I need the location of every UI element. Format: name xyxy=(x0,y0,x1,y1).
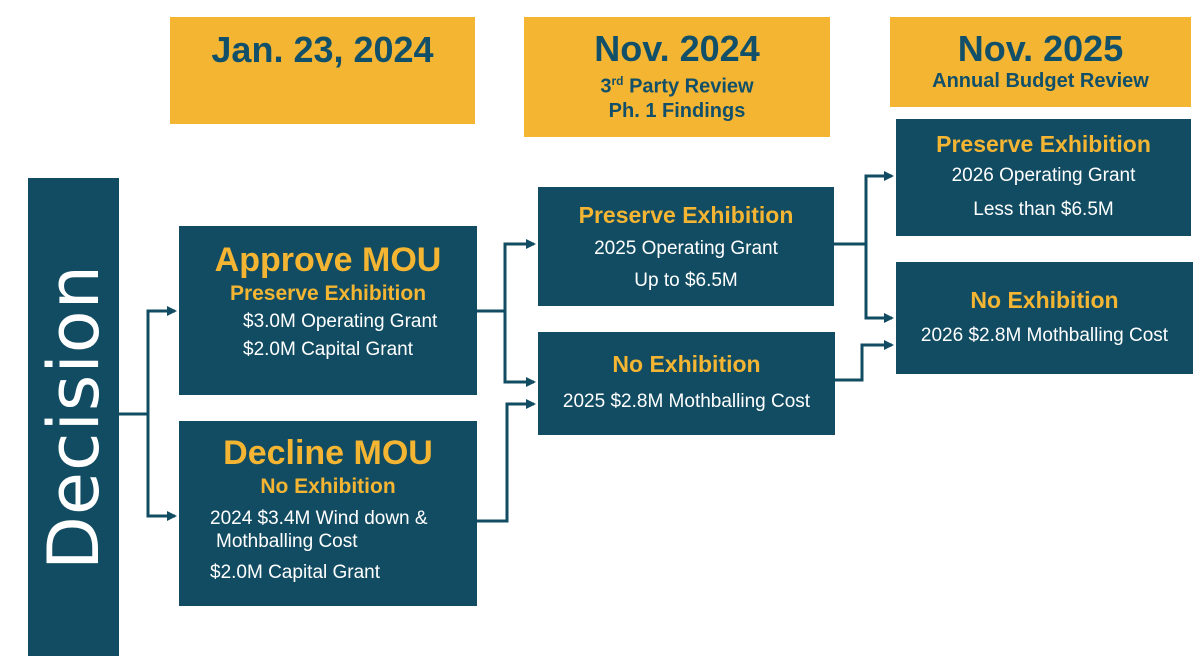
node-title: No Exhibition xyxy=(612,351,761,377)
header-date: Nov. 2025 xyxy=(957,28,1124,69)
decision-bar: Decision xyxy=(28,178,119,656)
header-date: Jan. 23, 2024 xyxy=(211,29,434,70)
node-subtitle: No Exhibition xyxy=(260,475,396,498)
node-title: No Exhibition xyxy=(970,287,1119,313)
arrow-decision-approve xyxy=(119,306,177,416)
header-subtitle: Ph. 1 Findings xyxy=(608,99,746,122)
node-line: $2.0M Capital Grant xyxy=(243,339,414,360)
arrow-approve-preserve-2025 xyxy=(477,239,536,313)
header-subtitle: Annual Budget Review xyxy=(932,70,1149,92)
header-date: Nov. 2024 xyxy=(594,28,760,69)
node-line: 2024 $3.4M Wind down & xyxy=(210,508,428,529)
arrow-no-exhibition-2025-no-exhibition-2026 xyxy=(835,340,894,382)
header-jan-2024: Jan. 23, 2024 xyxy=(170,17,475,124)
node-line: 2026 Operating Grant xyxy=(951,165,1136,186)
node-title: Preserve Exhibition xyxy=(578,202,794,228)
arrow-preserve-2025-no-exhibition-2026 xyxy=(864,244,894,323)
decline-mou-box: Decline MOU No Exhibition 2024 $3.4M Win… xyxy=(179,421,477,606)
header-nov-2025: Nov. 2025 Annual Budget Review xyxy=(890,17,1191,107)
node-line: $2.0M Capital Grant xyxy=(210,562,381,583)
preserve-exhibition-2026-box: Preserve Exhibition 2026 Operating Grant… xyxy=(896,119,1191,236)
approve-mou-box: Approve MOU Preserve Exhibition $3.0M Op… xyxy=(179,226,477,395)
node-line: 2025 $2.8M Mothballing Cost xyxy=(562,391,811,412)
arrow-approve-no-exhibition-2025 xyxy=(503,311,536,387)
no-exhibition-2025-box: No Exhibition 2025 $2.8M Mothballing Cos… xyxy=(538,332,835,435)
header-subtitle: 3rd Party Review xyxy=(600,74,754,98)
arrow-decline-no-exhibition-2025 xyxy=(477,399,536,523)
node-line: Mothballing Cost xyxy=(216,531,358,552)
node-line: $3.0M Operating Grant xyxy=(243,311,438,332)
arrow-preserve-2025-preserve-2026 xyxy=(834,171,894,246)
node-subtitle: Preserve Exhibition xyxy=(229,282,427,305)
node-line: Up to $6.5M xyxy=(634,270,738,291)
preserve-exhibition-2025-box: Preserve Exhibition 2025 Operating Grant… xyxy=(538,187,834,306)
header-nov-2024: Nov. 2024 3rd Party Review Ph. 1 Finding… xyxy=(524,17,830,137)
arrow-decision-decline xyxy=(146,414,177,521)
node-line: 2026 $2.8M Mothballing Cost xyxy=(920,325,1169,346)
no-exhibition-2026-box: No Exhibition 2026 $2.8M Mothballing Cos… xyxy=(896,262,1193,374)
node-title: Approve MOU xyxy=(214,241,442,279)
node-line: 2025 Operating Grant xyxy=(594,238,778,259)
node-line: Less than $6.5M xyxy=(973,199,1114,220)
node-title: Decline MOU xyxy=(223,434,433,472)
node-title: Preserve Exhibition xyxy=(936,131,1151,157)
